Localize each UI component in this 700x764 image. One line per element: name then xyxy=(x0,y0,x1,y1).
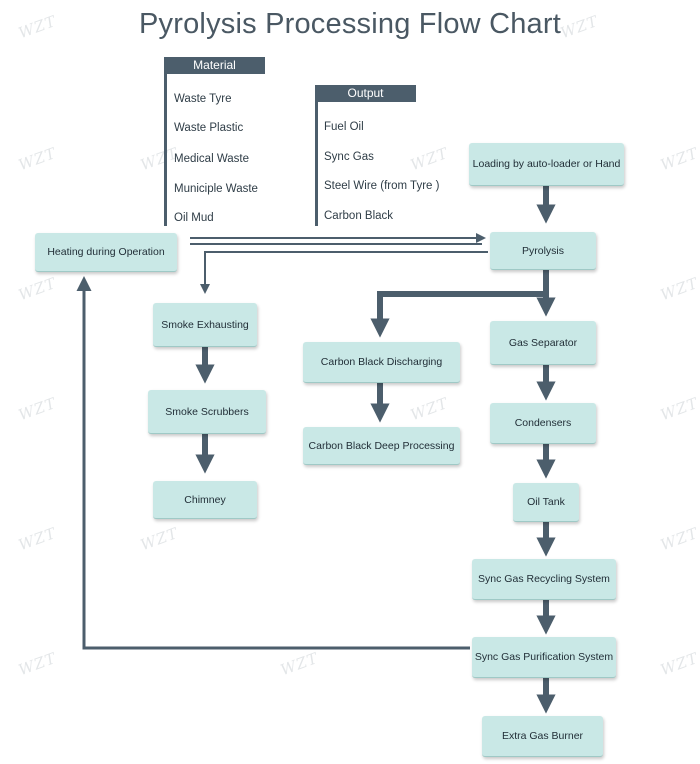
material-legend-bar xyxy=(164,74,167,226)
material-item: Waste Tyre xyxy=(174,93,232,105)
arrow-to-carbon-black xyxy=(370,291,546,338)
output-legend-bar xyxy=(315,102,318,226)
node-sync-gas-recycling: Sync Gas Recycling System xyxy=(472,559,616,600)
output-item: Fuel Oil xyxy=(324,121,364,133)
output-legend-header: Output xyxy=(315,85,416,102)
node-carbon-black-discharging: Carbon Black Discharging xyxy=(303,342,460,383)
material-item: Municiple Waste xyxy=(174,183,258,195)
output-item: Sync Gas xyxy=(324,151,374,163)
material-item: Oil Mud xyxy=(174,212,214,224)
node-carbon-black-deep-processing: Carbon Black Deep Processing xyxy=(303,427,460,465)
node-condensers: Condensers xyxy=(490,403,596,444)
node-oil-tank: Oil Tank xyxy=(513,483,579,522)
node-smoke-scrubbers: Smoke Scrubbers xyxy=(148,390,266,434)
node-sync-gas-purification: Sync Gas Purification System xyxy=(472,637,616,678)
arrow-pyrolysis-to-smoke xyxy=(200,251,488,294)
node-loading: Loading by auto-loader or Hand xyxy=(469,143,624,186)
node-chimney: Chimney xyxy=(153,481,257,519)
material-item: Medical Waste xyxy=(174,153,249,165)
output-item: Carbon Black xyxy=(324,210,394,222)
material-item: Waste Plastic xyxy=(174,122,244,134)
arrow-purification-to-heating xyxy=(76,276,470,650)
node-extra-gas-burner: Extra Gas Burner xyxy=(482,716,603,757)
node-heating-during-operation: Heating during Operation xyxy=(35,233,177,272)
material-legend-header: Material xyxy=(164,57,265,74)
node-gas-separator: Gas Separator xyxy=(490,321,596,365)
node-smoke-exhausting: Smoke Exhausting xyxy=(153,303,257,347)
output-item: Steel Wire (from Tyre ) xyxy=(324,180,440,192)
node-pyrolysis: Pyrolysis xyxy=(490,232,596,270)
page-title: Pyrolysis Processing Flow Chart xyxy=(139,8,561,40)
